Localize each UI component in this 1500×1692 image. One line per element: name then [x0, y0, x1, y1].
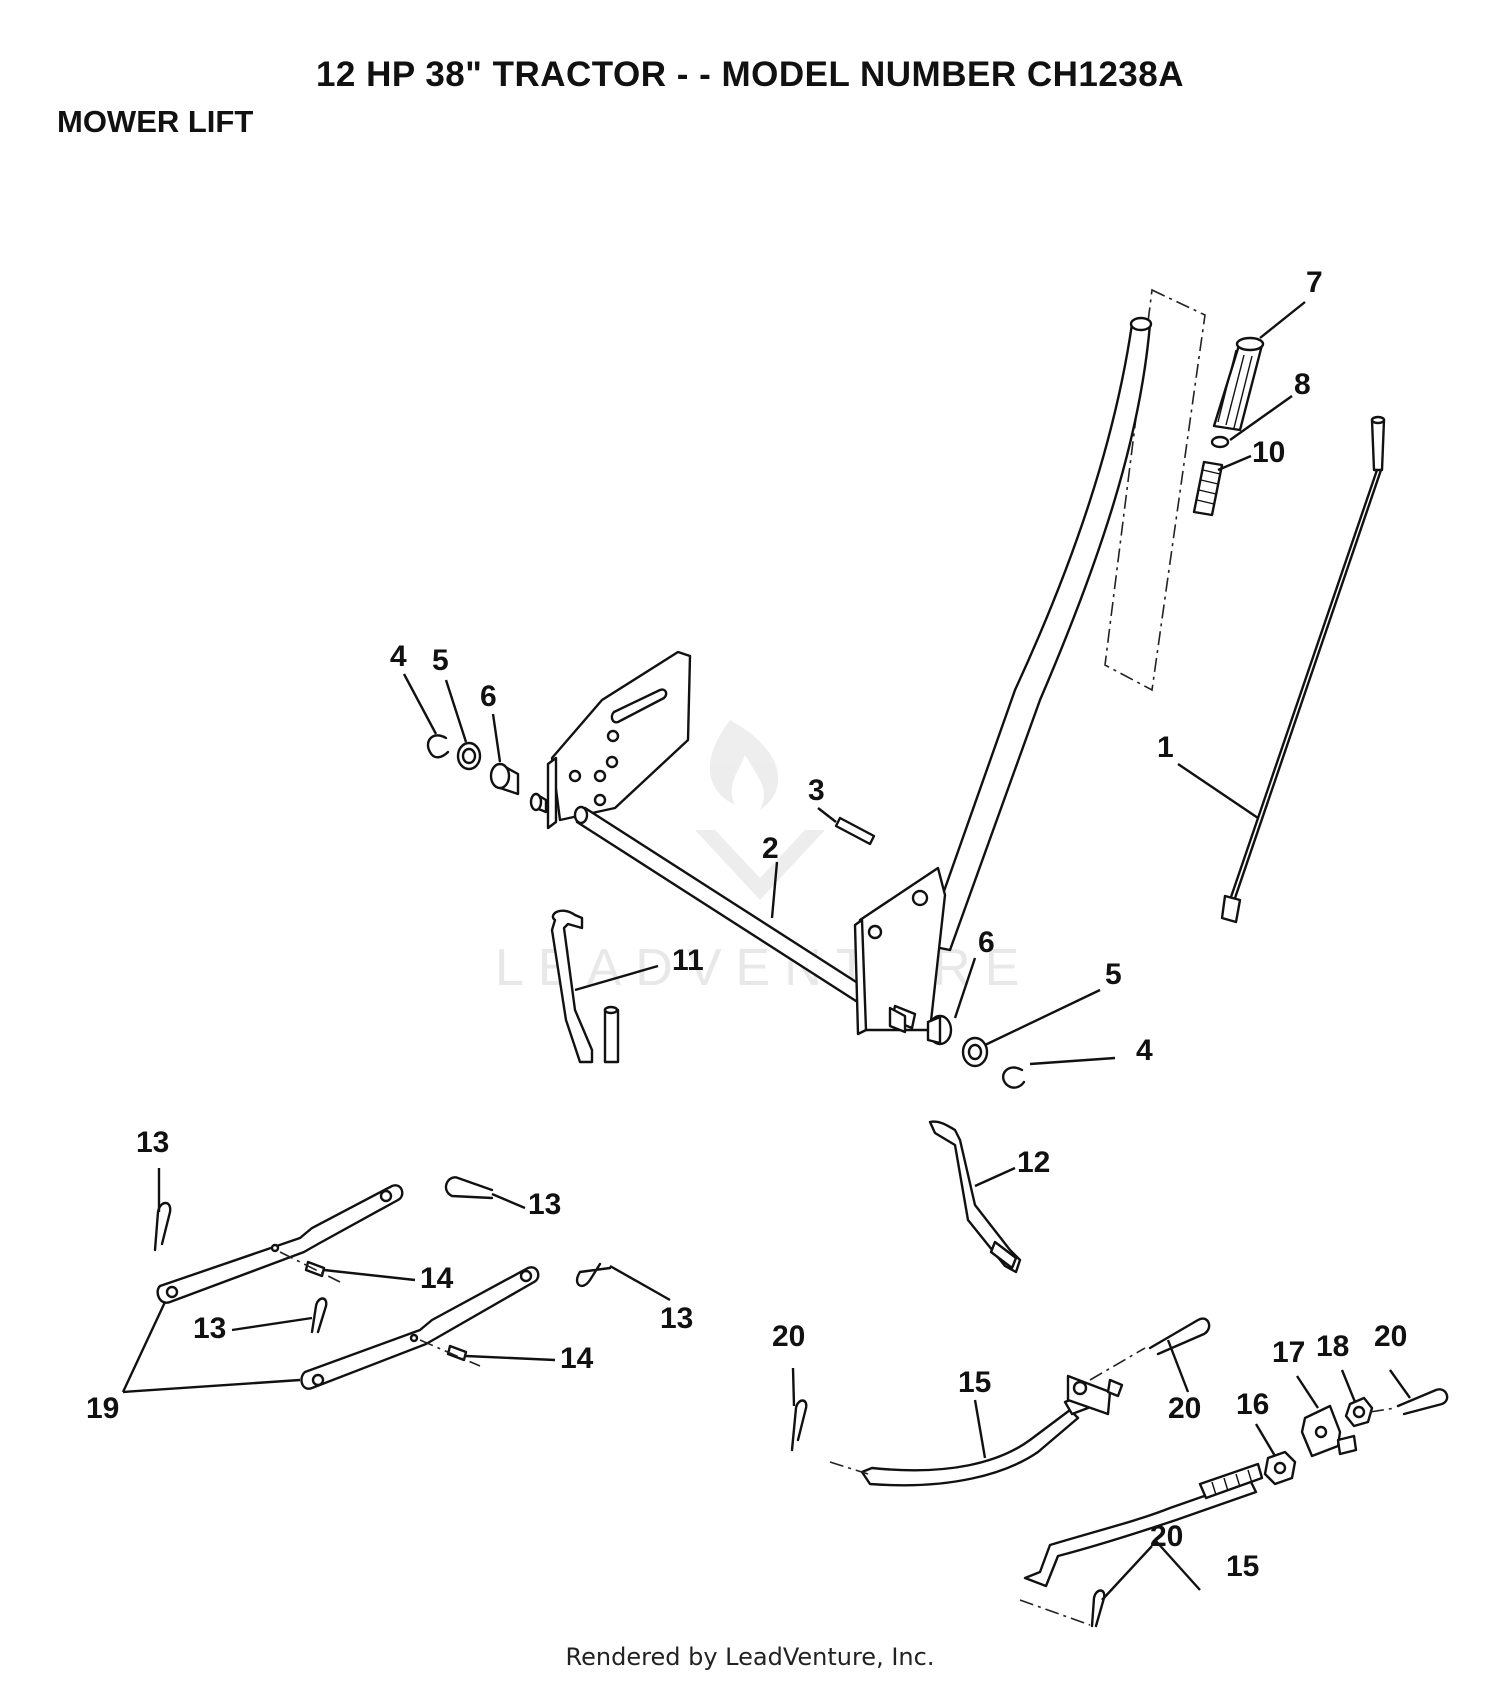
callout-4-left: 4 — [390, 640, 407, 673]
footer-credit: Rendered by LeadVenture, Inc. — [565, 1643, 935, 1671]
callout-16: 16 — [1236, 1388, 1269, 1421]
page-title: 12 HP 38" TRACTOR - - MODEL NUMBER CH123… — [315, 55, 1185, 94]
mounting-plate — [546, 650, 692, 830]
part-13-hairpin-lower — [310, 1297, 328, 1334]
part-8-ring — [1210, 435, 1230, 449]
part-20-hairpin-upper — [1148, 1317, 1211, 1356]
callout-17: 17 — [1272, 1336, 1305, 1369]
part-13-hairpin-upper-left — [153, 1201, 172, 1252]
part-6-bushing-right — [888, 1006, 953, 1046]
part-18-nut — [1344, 1396, 1374, 1428]
part-14-pin-lower — [446, 1344, 468, 1362]
callout-13-lower: 13 — [193, 1312, 226, 1345]
callout-6-right: 6 — [978, 926, 995, 959]
callout-8: 8 — [1294, 368, 1311, 401]
callout-11: 11 — [672, 944, 704, 977]
part-15-adjuster-rod-upper — [860, 1374, 1124, 1487]
part-12-link — [928, 1120, 1022, 1274]
callout-20-upper: 20 — [1168, 1392, 1201, 1425]
callout-4-right: 4 — [1136, 1034, 1153, 1067]
part-2-cross-shaft — [573, 805, 947, 1036]
part-5-washer-left — [456, 741, 482, 771]
callout-labels: 7 8 10 1 3 2 4 5 6 6 5 4 11 12 13 13 13 … — [86, 266, 1407, 1583]
part-19-lift-link-lower — [300, 1266, 540, 1390]
callout-leaders — [121, 301, 1411, 1601]
part-17-trunnion-block — [1300, 1404, 1358, 1458]
callout-14-lower: 14 — [560, 1342, 594, 1375]
part-11-link — [550, 909, 620, 1064]
callout-13-upper-right: 13 — [528, 1188, 561, 1221]
callout-3: 3 — [808, 774, 825, 807]
callout-13-upper-left: 13 — [136, 1126, 169, 1159]
callout-5-right: 5 — [1105, 958, 1122, 991]
part-15-adjuster-rod-lower — [1023, 1462, 1264, 1588]
callout-5-left: 5 — [432, 644, 449, 677]
callout-1: 1 — [1157, 731, 1174, 764]
callout-15-lower: 15 — [1226, 1550, 1259, 1583]
callout-12: 12 — [1017, 1146, 1050, 1179]
callout-13-center: 13 — [660, 1302, 693, 1335]
part-10-spring — [1192, 460, 1224, 517]
part-20-hairpin-left — [790, 1399, 808, 1452]
part-1-lift-rod — [1220, 415, 1386, 924]
callout-7: 7 — [1306, 266, 1323, 299]
callout-10: 10 — [1252, 436, 1285, 469]
part-20-hairpin-lower — [1090, 1589, 1106, 1628]
part-6-bushing-left — [489, 762, 548, 814]
part-13-hairpin-upper-right — [444, 1176, 494, 1200]
part-13-hairpin-center — [575, 1262, 612, 1288]
part-19-lift-link-upper — [156, 1184, 404, 1304]
callout-6-left: 6 — [480, 680, 497, 713]
callout-2: 2 — [762, 832, 779, 865]
callout-18: 18 — [1316, 1330, 1349, 1363]
callout-14-upper: 14 — [420, 1262, 454, 1295]
part-5-washer-right — [961, 1036, 989, 1068]
callout-20-right: 20 — [1374, 1320, 1407, 1353]
part-4-retaining-ring-left — [426, 734, 450, 759]
part-20-hairpin-right — [1396, 1388, 1449, 1416]
callout-20-lower: 20 — [1150, 1520, 1183, 1553]
part-7-handle-grip — [1104, 288, 1265, 692]
section-title: MOWER LIFT — [57, 104, 254, 139]
part-16-nut — [1263, 1450, 1297, 1486]
lift-lever — [923, 316, 1153, 952]
part-3-key — [834, 816, 876, 846]
part-4-retaining-ring-right — [1001, 1066, 1026, 1089]
callout-20-left: 20 — [772, 1320, 805, 1353]
callout-15-upper: 15 — [958, 1366, 991, 1399]
callout-19: 19 — [86, 1392, 119, 1425]
watermark-text: LEADVENTURE — [495, 939, 1033, 997]
